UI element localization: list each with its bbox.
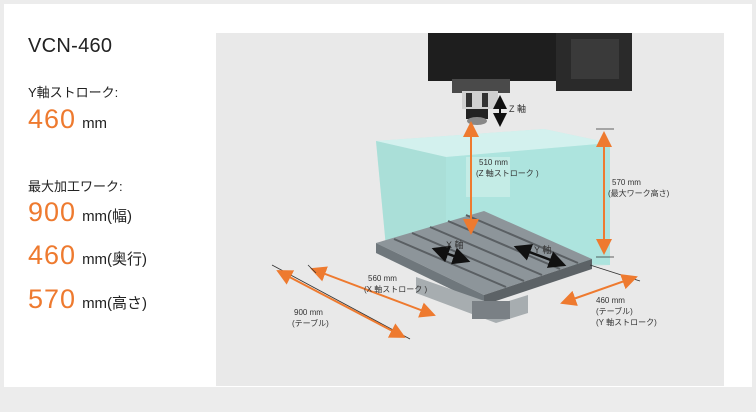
x-stroke-dimension: 560 mm (X 軸ストローク ) [307, 264, 436, 318]
height-value: 570 mm [612, 178, 641, 187]
max-work-width-unit: mm(幅) [82, 208, 133, 225]
y-stroke-unit: mm [82, 115, 108, 132]
z-axis-label: Z 軸 [509, 103, 526, 114]
y-stroke-value: 460 [28, 104, 77, 134]
max-work-label: 最大加工ワーク: [28, 179, 123, 194]
z-stroke-caption: (Z 軸ストローク ) [476, 168, 539, 178]
table-width-dimension: 900 mm (テーブル) [271, 264, 411, 340]
model-name: VCN-460 [28, 35, 113, 57]
x-stroke-caption: (X 軸ストローク ) [364, 284, 427, 294]
max-work-depth-row: 460 mm(奥行) [28, 240, 147, 271]
y-stroke-value: 460 mm [596, 296, 625, 305]
y-stroke-dimension: 460 mm (テーブル) (Y 軸ストローク) [560, 264, 657, 327]
z-stroke-dimension: 510 mm (Z 軸ストローク ) [463, 121, 539, 235]
x-stroke-value: 560 mm [368, 274, 397, 283]
max-work-height-row: 570 mm(高さ) [28, 284, 147, 315]
spindle-head [428, 33, 632, 125]
max-work-height-unit: mm(高さ) [82, 295, 148, 312]
max-work-width-row: 900 mm(幅) [28, 197, 132, 228]
machine-diagram: 510 mm (Z 軸ストローク ) Z 軸 570 mm (最大ワーク高さ) … [216, 33, 724, 386]
table-width-value: 900 mm [294, 308, 323, 317]
max-work-height-value: 570 [28, 284, 77, 314]
height-caption: (最大ワーク高さ) [608, 188, 670, 198]
x-axis-indicator: X 軸 [431, 239, 471, 265]
y-stroke-row: 460 mm [28, 104, 107, 135]
machine-diagram-svg: 510 mm (Z 軸ストローク ) Z 軸 570 mm (最大ワーク高さ) … [271, 33, 670, 340]
max-work-depth-value: 460 [28, 240, 77, 270]
y-stroke-caption-table: (テーブル) [596, 306, 633, 316]
y-axis-indicator: Y 軸 [513, 244, 567, 268]
height-dimension: 570 mm (最大ワーク高さ) [596, 128, 670, 258]
x-axis-label: X 軸 [446, 239, 464, 250]
y-stroke-caption-axis: (Y 軸ストローク) [596, 317, 657, 327]
z-axis-indicator: Z 軸 [493, 95, 526, 127]
max-work-width-value: 900 [28, 197, 77, 227]
y-stroke-label: Y軸ストローク: [28, 85, 119, 100]
y-axis-label: Y 軸 [534, 244, 551, 255]
z-stroke-value: 510 mm [479, 158, 508, 167]
max-work-depth-unit: mm(奥行) [82, 251, 148, 268]
table-width-caption: (テーブル) [292, 318, 329, 328]
